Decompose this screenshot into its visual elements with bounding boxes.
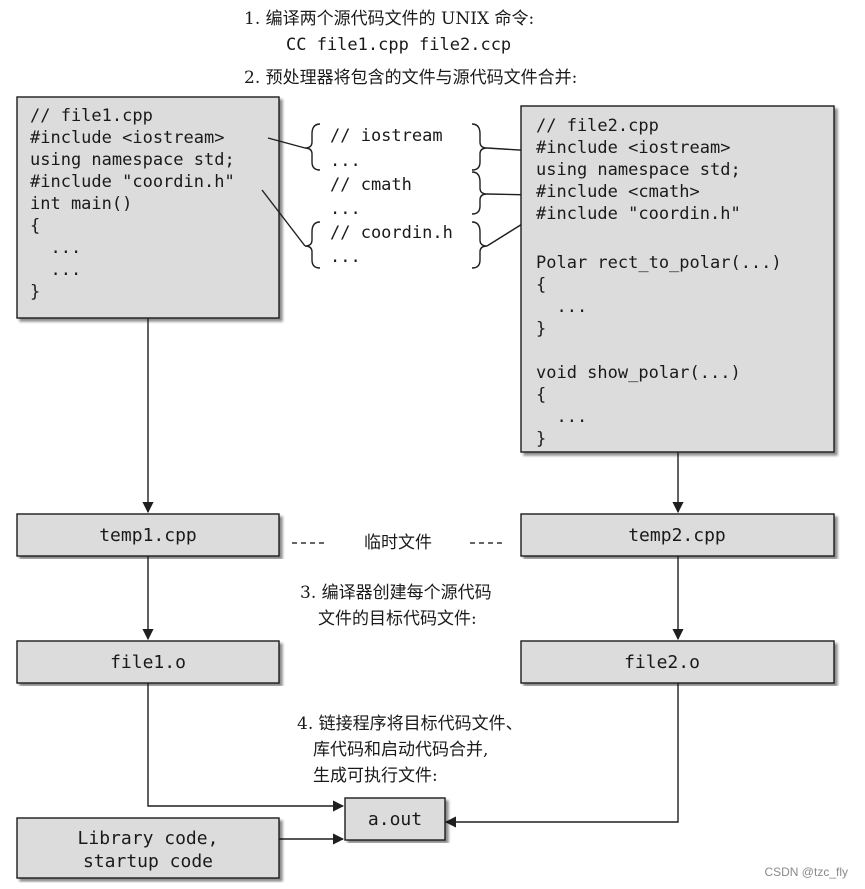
step2-title: 2. 预处理器将包含的文件与源代码文件合并: [244, 68, 577, 88]
file1-line: #include "coordin.h" [30, 172, 235, 192]
left-brace-iostream [304, 123, 321, 171]
obj2-label: file2.o [624, 652, 700, 673]
file2-line: using namespace std; [536, 160, 741, 180]
right-brace-coordin [471, 221, 488, 269]
file1-code: // file1.cpp #include <iostream> using n… [30, 106, 235, 302]
arrow-obj1-to-aout [147, 683, 345, 812]
file2-line: { [536, 385, 546, 405]
connector-file1-iostream [267, 137, 306, 149]
header-line: ... [330, 151, 361, 171]
library-line1: Library code, [78, 828, 219, 849]
step4-line3: 生成可执行文件: [313, 766, 438, 786]
file1-line: #include <iostream> [30, 128, 224, 148]
file1-line: int main() [30, 194, 132, 214]
file2-line: Polar rect_to_polar(...) [536, 253, 782, 273]
library-box [16, 817, 280, 879]
right-brace-iostream [471, 123, 488, 171]
file1-line: { [30, 216, 40, 236]
file2-line: } [536, 429, 546, 449]
file2-line: #include "coordin.h" [536, 204, 741, 224]
temp1-box [16, 513, 280, 557]
file2-line: ... [536, 407, 587, 427]
connector-file1-coordin [261, 189, 306, 247]
watermark: CSDN @tzc_fly [764, 865, 848, 879]
right-brace-cmath [471, 171, 488, 215]
left-brace-coordin [304, 221, 321, 269]
step4-line2: 库代码和启动代码合并, [313, 740, 488, 760]
compile-command: CC file1.cpp file2.ccp [286, 35, 511, 55]
file1-line: } [30, 282, 40, 302]
step3-line1: 3. 编译器创建每个源代码 [300, 583, 492, 603]
file2-line: { [536, 275, 546, 295]
step1-title: 1. 编译两个源代码文件的 UNIX 命令: [244, 9, 534, 29]
header-line: // cmath [330, 175, 412, 195]
obj1-box [16, 640, 280, 684]
header-line: // iostream [330, 126, 443, 146]
file2-line: #include <cmath> [536, 182, 700, 202]
file2-box [520, 105, 835, 453]
step4-line1: 4. 链接程序将目标代码文件、 [297, 714, 523, 734]
temp2-label: temp2.cpp [628, 525, 726, 546]
arrow-obj2-to-aout [444, 683, 679, 828]
temp1-label: temp1.cpp [99, 525, 197, 546]
file2-line: } [536, 319, 546, 339]
file2-code: // file2.cpp #include <iostream> using n… [536, 116, 782, 449]
library-line2: startup code [83, 851, 213, 872]
file1-line: ... [30, 260, 81, 280]
file1-line: using namespace std; [30, 150, 235, 170]
aout-label: a.out [368, 809, 422, 830]
temp-files-label: 临时文件 [364, 533, 432, 553]
file2-line: // file2.cpp [536, 116, 659, 136]
file2-line: ... [536, 297, 587, 317]
header-line: ... [330, 247, 361, 267]
file1-line: // file1.cpp [30, 106, 153, 126]
aout-box [344, 797, 446, 841]
file1-line: ... [30, 238, 81, 258]
header-contents: // iostream ... // cmath ... // coordin.… [330, 126, 453, 267]
temp2-box [520, 513, 835, 557]
header-line: // coordin.h [330, 223, 453, 243]
file1-box [16, 96, 280, 319]
header-line: ... [330, 199, 361, 219]
step3-line2: 文件的目标代码文件: [318, 609, 477, 629]
file2-line: #include <iostream> [536, 138, 730, 158]
obj1-label: file1.o [110, 652, 186, 673]
file2-line: void show_polar(...) [536, 363, 741, 383]
